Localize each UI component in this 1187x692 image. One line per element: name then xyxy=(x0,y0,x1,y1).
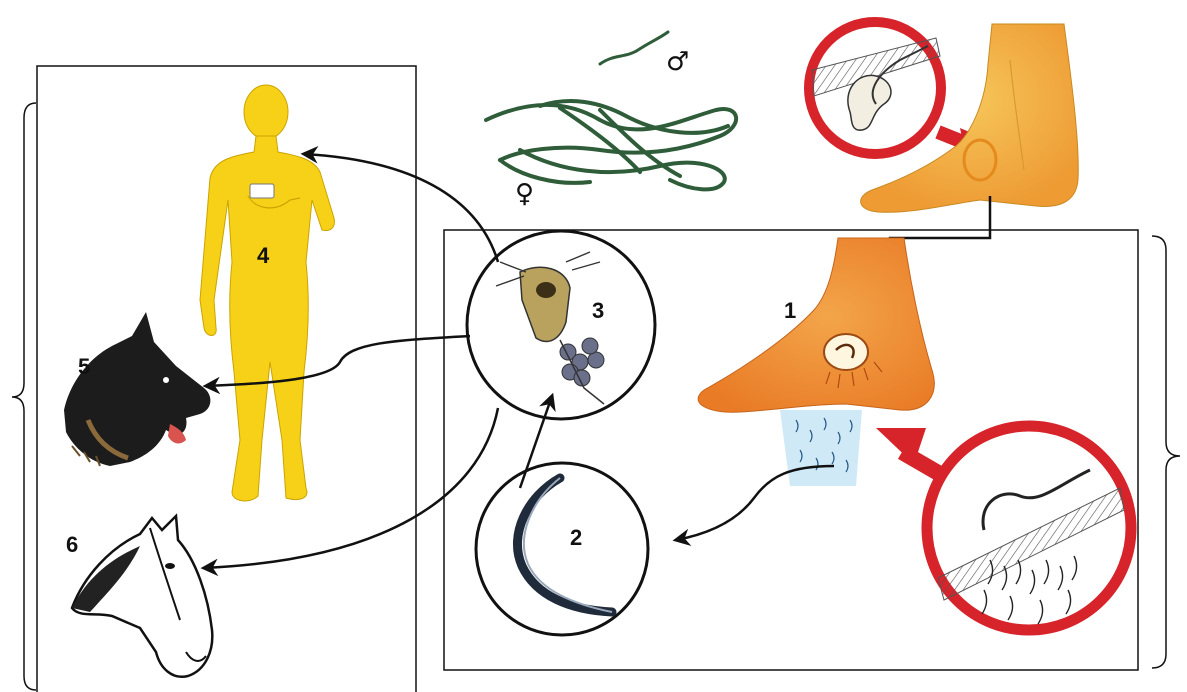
worm-female-icon xyxy=(486,101,736,189)
copepod-circle xyxy=(467,231,655,419)
left-bracket xyxy=(12,103,36,690)
worm-male-icon xyxy=(600,32,668,64)
label-copepod: 3 xyxy=(592,298,604,323)
label-larva: 2 xyxy=(570,525,582,550)
right-bracket xyxy=(1152,236,1180,668)
label-dog: 5 xyxy=(78,354,90,379)
label-foot: 1 xyxy=(784,298,796,323)
label-horse: 6 xyxy=(66,532,78,557)
larva-circle xyxy=(476,463,648,635)
red-arrow-to-foot xyxy=(876,428,940,474)
male-symbol: ♂ xyxy=(666,47,689,77)
magnifier-worm-release-icon xyxy=(927,426,1131,630)
dog-head-icon xyxy=(64,312,210,466)
arrow-copepod-to-human xyxy=(304,154,498,262)
human-figure-icon xyxy=(200,85,334,501)
female-symbol: ♀ xyxy=(515,179,534,209)
horse-head-icon xyxy=(72,516,212,677)
label-human: 4 xyxy=(257,243,270,268)
foot-blister-icon xyxy=(698,238,934,412)
water-larvae-release xyxy=(780,410,862,486)
